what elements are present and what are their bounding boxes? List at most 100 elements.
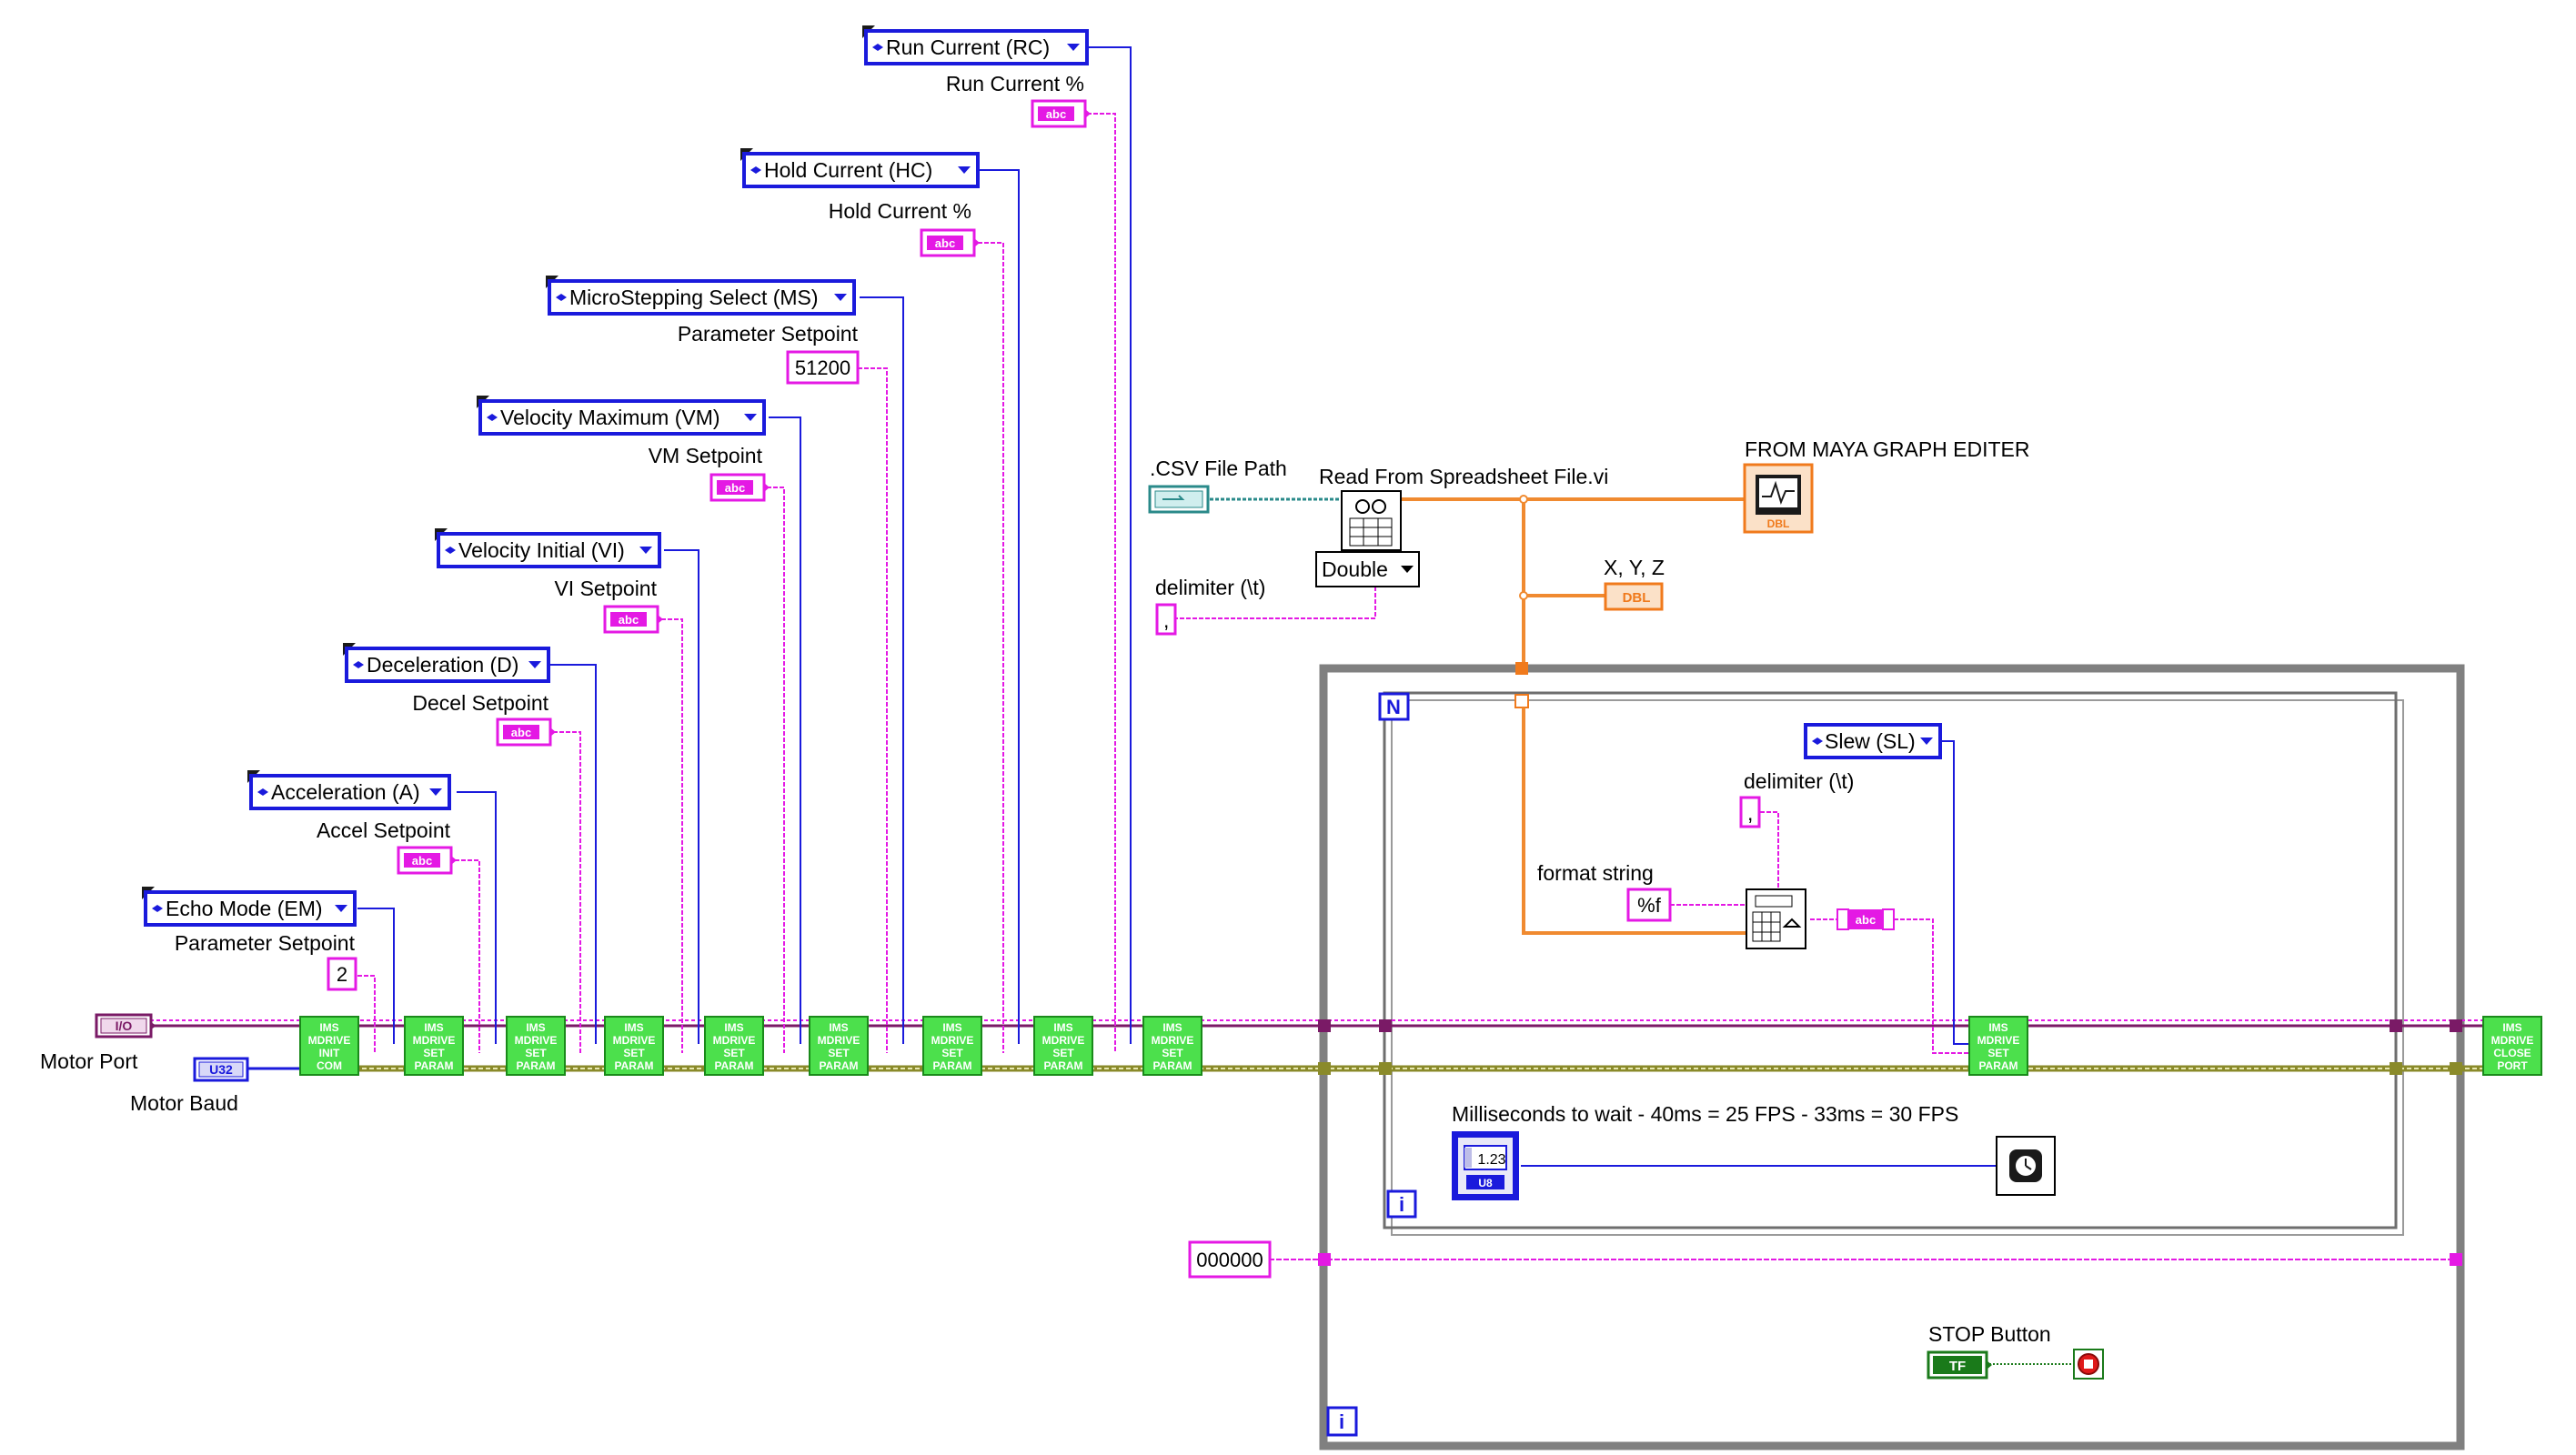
svg-text:DBL: DBL bbox=[1767, 517, 1790, 530]
subvi-text: CLOSE bbox=[2493, 1047, 2531, 1059]
xyz-indicator[interactable]: DBL bbox=[1604, 582, 1664, 611]
dbl-array-wires bbox=[1401, 497, 1746, 935]
delimiter-inner-constant[interactable]: , bbox=[1739, 796, 1761, 828]
svg-text:%f: %f bbox=[1637, 894, 1662, 917]
wire-junction bbox=[1519, 591, 1528, 600]
for-loop-count-terminal[interactable]: N bbox=[1378, 692, 1410, 721]
read-spreadsheet-vi[interactable] bbox=[1341, 490, 1402, 551]
setpoint-run-current[interactable]: abc bbox=[1031, 99, 1091, 128]
stop-button-terminal[interactable]: TF bbox=[1927, 1350, 1992, 1380]
setpoint-constants: abc abc 51200 abc abc abc abc 2 bbox=[327, 99, 1091, 991]
subvi-text: PARAM bbox=[614, 1059, 653, 1072]
subvi-text: IMS bbox=[319, 1021, 338, 1034]
setpoint-value: abc bbox=[725, 481, 745, 495]
svg-text:i: i bbox=[1339, 1410, 1344, 1433]
svg-text:i: i bbox=[1399, 1193, 1404, 1216]
subvi-text: MDRIVE bbox=[515, 1034, 558, 1047]
subvi-text: PARAM bbox=[819, 1059, 858, 1072]
enum-velocity-max[interactable]: Velocity Maximum (VM) bbox=[477, 396, 766, 436]
delimiter-outer-constant[interactable]: , bbox=[1155, 603, 1177, 636]
enum-velocity-initial[interactable]: Velocity Initial (VI) bbox=[435, 528, 661, 568]
milliseconds-to-wait-control[interactable]: 1.23 U8 bbox=[1452, 1131, 1519, 1200]
setpoint-wires bbox=[357, 113, 1116, 1053]
slew-enum[interactable]: Slew (SL) bbox=[1804, 723, 1942, 759]
type-selector-double[interactable]: Double bbox=[1315, 551, 1420, 587]
motor-port-label: Motor Port bbox=[40, 1049, 138, 1073]
delimiter-inner-label: delimiter (\t) bbox=[1744, 769, 1854, 793]
motor-baud-terminal[interactable]: U32 bbox=[193, 1057, 249, 1082]
wait-ms-function[interactable] bbox=[1996, 1136, 2056, 1196]
subvi-text: PARAM bbox=[932, 1059, 971, 1072]
subvi-text: IMS bbox=[1988, 1021, 2007, 1034]
maya-graph-indicator[interactable]: DBL bbox=[1743, 463, 1814, 534]
subvi-text: MDRIVE bbox=[818, 1034, 860, 1047]
setpoint-value: abc bbox=[1046, 107, 1066, 121]
enum-acceleration[interactable]: Acceleration (A) bbox=[247, 770, 451, 810]
setpoint-value: abc bbox=[935, 236, 955, 250]
maya-label: FROM MAYA GRAPH EDITER bbox=[1745, 437, 2030, 461]
setpoint-deceleration[interactable]: abc bbox=[496, 717, 556, 747]
enum-setpoint-label-velocity-max: VM Setpoint bbox=[649, 444, 763, 467]
while-loop[interactable] bbox=[1319, 664, 2465, 1450]
setpoint-microstepping[interactable]: 51200 bbox=[786, 350, 860, 385]
subvi-text: SET bbox=[623, 1047, 645, 1059]
subvi-text: MDRIVE bbox=[931, 1034, 974, 1047]
setpoint-velocity-initial[interactable]: abc bbox=[603, 605, 663, 634]
subvi-text: MDRIVE bbox=[1042, 1034, 1085, 1047]
enum-setpoint-label-run-current: Run Current % bbox=[946, 72, 1084, 95]
loop-tunnels bbox=[1318, 662, 2462, 1266]
subvi-text: IMS bbox=[2502, 1021, 2521, 1034]
enum-label: Run Current (RC) bbox=[886, 35, 1050, 59]
enum-setpoint-label-echo-mode: Parameter Setpoint bbox=[175, 931, 356, 955]
enum-hold-current[interactable]: Hold Current (HC) bbox=[740, 148, 980, 188]
enum-run-current[interactable]: Run Current (RC) bbox=[862, 25, 1089, 65]
subvi-text: MDRIVE bbox=[1977, 1034, 2020, 1047]
csv-path-terminal[interactable] bbox=[1148, 485, 1210, 514]
svg-text:1.23: 1.23 bbox=[1477, 1152, 1505, 1168]
enum-label: Acceleration (A) bbox=[271, 780, 420, 804]
enum-setpoint-label-deceleration: Decel Setpoint bbox=[412, 691, 548, 715]
string-to-set-wire bbox=[1894, 918, 1969, 1054]
subvi-text: SET bbox=[1052, 1047, 1074, 1059]
setpoint-value: abc bbox=[412, 854, 432, 868]
enum-microstepping[interactable]: MicroStepping Select (MS) bbox=[546, 276, 856, 316]
setpoint-echo-mode[interactable]: 2 bbox=[327, 957, 357, 991]
enum-setpoint-label-velocity-initial: VI Setpoint bbox=[554, 577, 657, 600]
setpoint-velocity-max[interactable]: abc bbox=[709, 473, 770, 502]
subvi-text: IMS bbox=[942, 1021, 961, 1034]
subvi-text: SET bbox=[1162, 1047, 1183, 1059]
wait-label: Milliseconds to wait - 40ms = 25 FPS - 3… bbox=[1452, 1102, 1958, 1126]
zero-string-constant[interactable]: 000000 bbox=[1188, 1240, 1272, 1279]
subvi-text: MDRIVE bbox=[2491, 1034, 2534, 1047]
enum-deceleration[interactable]: Deceleration (D) bbox=[343, 643, 550, 683]
subvi-text: SET bbox=[1987, 1047, 2009, 1059]
setpoint-value: 2 bbox=[337, 963, 347, 986]
array-to-spreadsheet-string[interactable] bbox=[1746, 888, 1806, 949]
svg-text:Double: Double bbox=[1322, 557, 1388, 581]
enum-echo-mode[interactable]: Echo Mode (EM) bbox=[142, 887, 357, 927]
inner-delim-wire bbox=[1760, 811, 1779, 891]
csv-path-label: .CSV File Path bbox=[1150, 457, 1287, 480]
for-loop[interactable] bbox=[1383, 691, 2398, 1229]
format-string-constant[interactable]: %f bbox=[1626, 888, 1672, 922]
motor-port-terminal[interactable]: I/O bbox=[95, 1013, 156, 1039]
svg-text:000000: 000000 bbox=[1196, 1249, 1263, 1271]
subvi-text: INIT bbox=[319, 1047, 340, 1059]
setpoint-acceleration[interactable]: abc bbox=[397, 846, 457, 875]
enum-setpoint-label-microstepping: Parameter Setpoint bbox=[678, 322, 859, 346]
subvi-text: IMS bbox=[526, 1021, 545, 1034]
setpoint-hold-current[interactable]: abc bbox=[920, 228, 980, 257]
stop-condition-icon[interactable] bbox=[2073, 1349, 2104, 1380]
